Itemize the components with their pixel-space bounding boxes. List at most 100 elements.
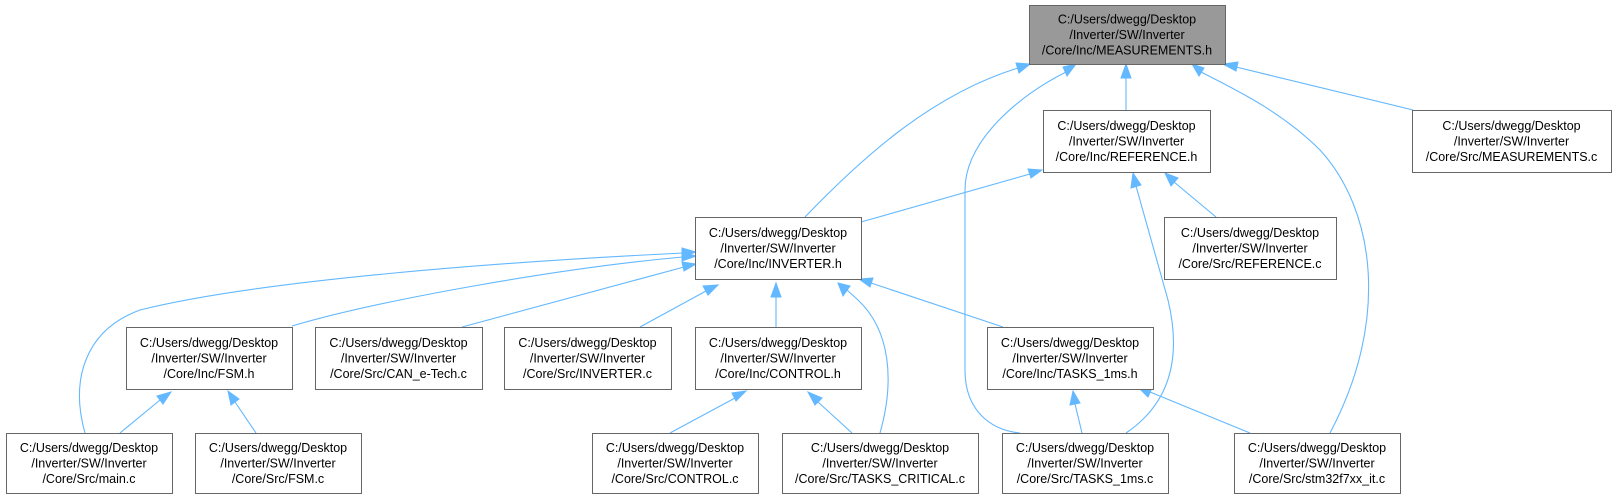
edges-layer [78, 61, 1414, 434]
node-box [1043, 110, 1211, 173]
node-box [1234, 433, 1401, 494]
edge-tasks-1ms-c-to-reference-h [1125, 171, 1175, 434]
edge-can-etech-c-to-inverter-h [461, 261, 698, 328]
node-label-line: /Core/Src/TASKS_1ms.c [1017, 472, 1154, 486]
node-label-line: /Core/Src/main.c [42, 472, 135, 486]
node-box [987, 327, 1154, 390]
node-label-line: /Inverter/SW/Inverter [151, 351, 266, 365]
node-label-line: /Inverter/SW/Inverter [1259, 456, 1374, 470]
node-reference-c[interactable]: C:/Users/dwegg/Desktop/Inverter/SW/Inver… [1164, 217, 1337, 280]
node-label-line: /Inverter/SW/Inverter [617, 456, 732, 470]
node-label-line: C:/Users/dwegg/Desktop [140, 336, 278, 350]
edge-inverter-h-to-measurements-h [804, 62, 1032, 218]
node-fsm-h[interactable]: C:/Users/dwegg/Desktop/Inverter/SW/Inver… [126, 327, 293, 390]
node-label-line: /Core/Src/FSM.c [232, 472, 324, 486]
node-box [6, 433, 173, 494]
node-box [126, 327, 293, 390]
node-label-line: C:/Users/dwegg/Desktop [518, 336, 656, 350]
edge-inverter-c-to-inverter-h [639, 284, 720, 328]
node-tasks-critical-c[interactable]: C:/Users/dwegg/Desktop/Inverter/SW/Inver… [782, 433, 979, 494]
node-box [1412, 110, 1612, 173]
node-label-line: C:/Users/dwegg/Desktop [811, 441, 949, 455]
node-label-line: C:/Users/dwegg/Desktop [709, 336, 847, 350]
node-label-line: C:/Users/dwegg/Desktop [1442, 119, 1580, 133]
edge-inverter-h-to-reference-h [860, 168, 1044, 223]
node-box [1002, 433, 1169, 494]
edge-fsm-c-to-fsm-h [227, 389, 257, 434]
node-inverter-h[interactable]: C:/Users/dwegg/Desktop/Inverter/SW/Inver… [695, 217, 862, 280]
node-label-line: C:/Users/dwegg/Desktop [1001, 336, 1139, 350]
node-box [315, 327, 483, 390]
node-control-h[interactable]: C:/Users/dwegg/Desktop/Inverter/SW/Inver… [695, 327, 862, 390]
node-fsm-c[interactable]: C:/Users/dwegg/Desktop/Inverter/SW/Inver… [195, 433, 362, 494]
node-inverter-c[interactable]: C:/Users/dwegg/Desktop/Inverter/SW/Inver… [504, 327, 672, 390]
node-control-c[interactable]: C:/Users/dwegg/Desktop/Inverter/SW/Inver… [592, 433, 759, 494]
node-reference-h[interactable]: C:/Users/dwegg/Desktop/Inverter/SW/Inver… [1043, 110, 1211, 173]
node-measurements-h[interactable]: C:/Users/dwegg/Desktop/Inverter/SW/Inver… [1029, 5, 1226, 65]
node-box [695, 217, 862, 280]
node-box [695, 327, 862, 390]
node-box [195, 433, 362, 494]
edge-reference-c-to-reference-h [1164, 172, 1217, 218]
node-can-etech-c[interactable]: C:/Users/dwegg/Desktop/Inverter/SW/Inver… [315, 327, 483, 390]
node-label-line: /Inverter/SW/Inverter [341, 351, 456, 365]
node-label-line: /Inverter/SW/Inverter [1454, 134, 1569, 148]
node-label-line: C:/Users/dwegg/Desktop [1248, 441, 1386, 455]
node-label-line: C:/Users/dwegg/Desktop [1057, 119, 1195, 133]
node-label-line: C:/Users/dwegg/Desktop [20, 441, 158, 455]
node-main-c[interactable]: C:/Users/dwegg/Desktop/Inverter/SW/Inver… [6, 433, 173, 494]
node-box [592, 433, 759, 494]
edge-control-c-to-control-h [669, 390, 748, 434]
edge-tasks-critical-c-to-control-h [806, 390, 853, 434]
node-label-line: /Core/Src/REFERENCE.c [1178, 257, 1321, 271]
node-label-line: /Core/Inc/CONTROL.h [715, 367, 841, 381]
node-label-line: C:/Users/dwegg/Desktop [606, 441, 744, 455]
node-label-line: C:/Users/dwegg/Desktop [209, 441, 347, 455]
edge-control-h-to-inverter-h [770, 281, 782, 327]
node-label-line: C:/Users/dwegg/Desktop [1016, 441, 1154, 455]
node-label-line: /Core/Src/stm32f7xx_it.c [1249, 472, 1385, 486]
node-label-line: C:/Users/dwegg/Desktop [1181, 226, 1319, 240]
edge-main-c-to-fsm-h [119, 391, 173, 434]
edge-measurements-c-to-measurements-h [1221, 61, 1414, 111]
node-label-line: /Inverter/SW/Inverter [530, 351, 645, 365]
edge-stm32-it-c-to-tasks-1ms-h [1136, 386, 1251, 434]
node-label-line: /Core/Inc/FSM.h [164, 367, 255, 381]
node-label-line: /Inverter/SW/Inverter [220, 456, 335, 470]
node-box [1164, 217, 1337, 280]
node-box [504, 327, 672, 390]
edge-tasks-1ms-c-to-tasks-1ms-h [1069, 389, 1083, 434]
node-box [782, 433, 979, 494]
node-stm32-it-c[interactable]: C:/Users/dwegg/Desktop/Inverter/SW/Inver… [1234, 433, 1401, 494]
node-label-line: C:/Users/dwegg/Desktop [329, 336, 467, 350]
edge-fsm-h-to-inverter-h [291, 251, 698, 327]
node-tasks-1ms-c[interactable]: C:/Users/dwegg/Desktop/Inverter/SW/Inver… [1002, 433, 1169, 494]
nodes-layer: C:/Users/dwegg/Desktop/Inverter/SW/Inver… [6, 5, 1612, 494]
node-label-line: /Inverter/SW/Inverter [1069, 28, 1184, 42]
node-label-line: /Core/Inc/INVERTER.h [714, 257, 842, 271]
node-tasks-1ms-h[interactable]: C:/Users/dwegg/Desktop/Inverter/SW/Inver… [987, 327, 1154, 390]
node-label-line: /Core/Inc/TASKS_1ms.h [1002, 367, 1137, 381]
node-label-line: /Inverter/SW/Inverter [1192, 241, 1307, 255]
node-label-line: /Core/Src/MEASUREMENTS.c [1426, 150, 1598, 164]
edge-main-c-to-inverter-h [78, 247, 698, 434]
node-label-line: C:/Users/dwegg/Desktop [709, 226, 847, 240]
edge-reference-h-to-measurements-h [1120, 62, 1132, 110]
node-label-line: /Inverter/SW/Inverter [720, 351, 835, 365]
edge-stm32-it-c-to-measurements-h [1190, 63, 1370, 434]
node-label-line: /Core/Src/CONTROL.c [611, 472, 738, 486]
edge-tasks-critical-c-to-inverter-h [837, 282, 889, 434]
node-label-line: /Inverter/SW/Inverter [1012, 351, 1127, 365]
node-label-line: /Core/Inc/MEASUREMENTS.h [1042, 43, 1212, 57]
node-label-line: /Core/Inc/REFERENCE.h [1056, 150, 1198, 164]
node-measurements-c[interactable]: C:/Users/dwegg/Desktop/Inverter/SW/Inver… [1412, 110, 1612, 173]
node-box [1029, 5, 1226, 65]
node-label-line: C:/Users/dwegg/Desktop [1058, 12, 1196, 26]
node-label-line: /Inverter/SW/Inverter [822, 456, 937, 470]
node-label-line: /Inverter/SW/Inverter [1027, 456, 1142, 470]
node-label-line: /Core/Src/INVERTER.c [523, 367, 652, 381]
edge-tasks-1ms-h-to-inverter-h [857, 277, 1004, 328]
node-label-line: /Inverter/SW/Inverter [1069, 134, 1184, 148]
node-label-line: /Core/Src/TASKS_CRITICAL.c [795, 472, 965, 486]
